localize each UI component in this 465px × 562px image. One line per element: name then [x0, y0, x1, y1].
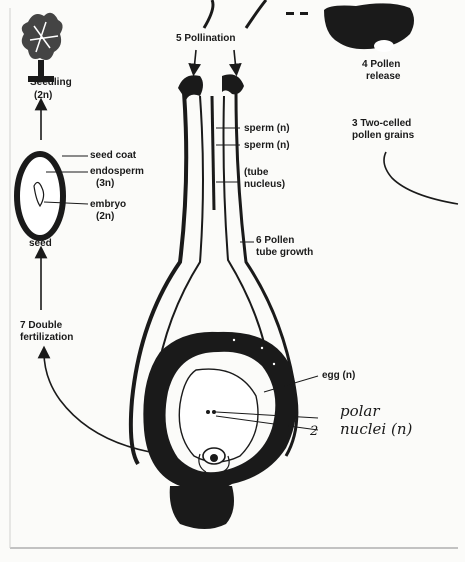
dash-marks	[286, 12, 308, 15]
label-embryo-ploidy: (2n)	[96, 211, 114, 222]
label-two-celled-1: 3 Two-celled	[352, 118, 411, 129]
label-pollen-release-2: release	[366, 71, 400, 82]
label-pollen-release-1: 4 Pollen	[362, 59, 400, 70]
label-polar-nuclei-2: nuclei (n)	[340, 421, 412, 438]
label-seedling-ploidy: (2n)	[34, 90, 52, 101]
label-sperm-2: sperm (n)	[244, 140, 290, 151]
label-two-celled-2: pollen grains	[352, 130, 414, 141]
label-seed-coat: seed coat	[90, 150, 136, 161]
label-embryo: embryo	[90, 199, 126, 210]
label-polar-nuclei-1: polar	[340, 403, 380, 420]
label-egg: egg (n)	[322, 370, 355, 381]
label-double-fertilization-2: fertilization	[20, 332, 73, 343]
flower-arc-left	[204, 0, 213, 28]
anther-drawing	[324, 3, 414, 52]
label-pollination: 5 Pollination	[176, 33, 235, 44]
label-endosperm: endosperm	[90, 166, 144, 177]
flower-arc-right	[246, 0, 266, 28]
label-double-fertilization-1: 7 Double	[20, 320, 62, 331]
pollination-arrow-left	[194, 50, 196, 70]
arrow-ovary-to-fertilization	[44, 352, 150, 452]
seed-drawing	[17, 154, 88, 238]
arrow-pollen-grains	[384, 152, 458, 204]
label-tube-nucleus-2: nucleus)	[244, 179, 285, 190]
label-seed: seed	[29, 238, 52, 249]
label-tube-nucleus-1: (tube	[244, 167, 268, 178]
label-pollen-tube-1: 6 Pollen	[256, 235, 294, 246]
pollination-arrow-right	[234, 50, 236, 70]
label-seedling: Seedling	[30, 77, 72, 88]
label-endosperm-ploidy: (3n)	[96, 178, 114, 189]
label-sperm-1: sperm (n)	[244, 123, 290, 134]
seedling-drawing	[22, 13, 63, 82]
label-polar-number: 2	[310, 423, 318, 440]
label-pollen-tube-2: tube growth	[256, 247, 313, 258]
